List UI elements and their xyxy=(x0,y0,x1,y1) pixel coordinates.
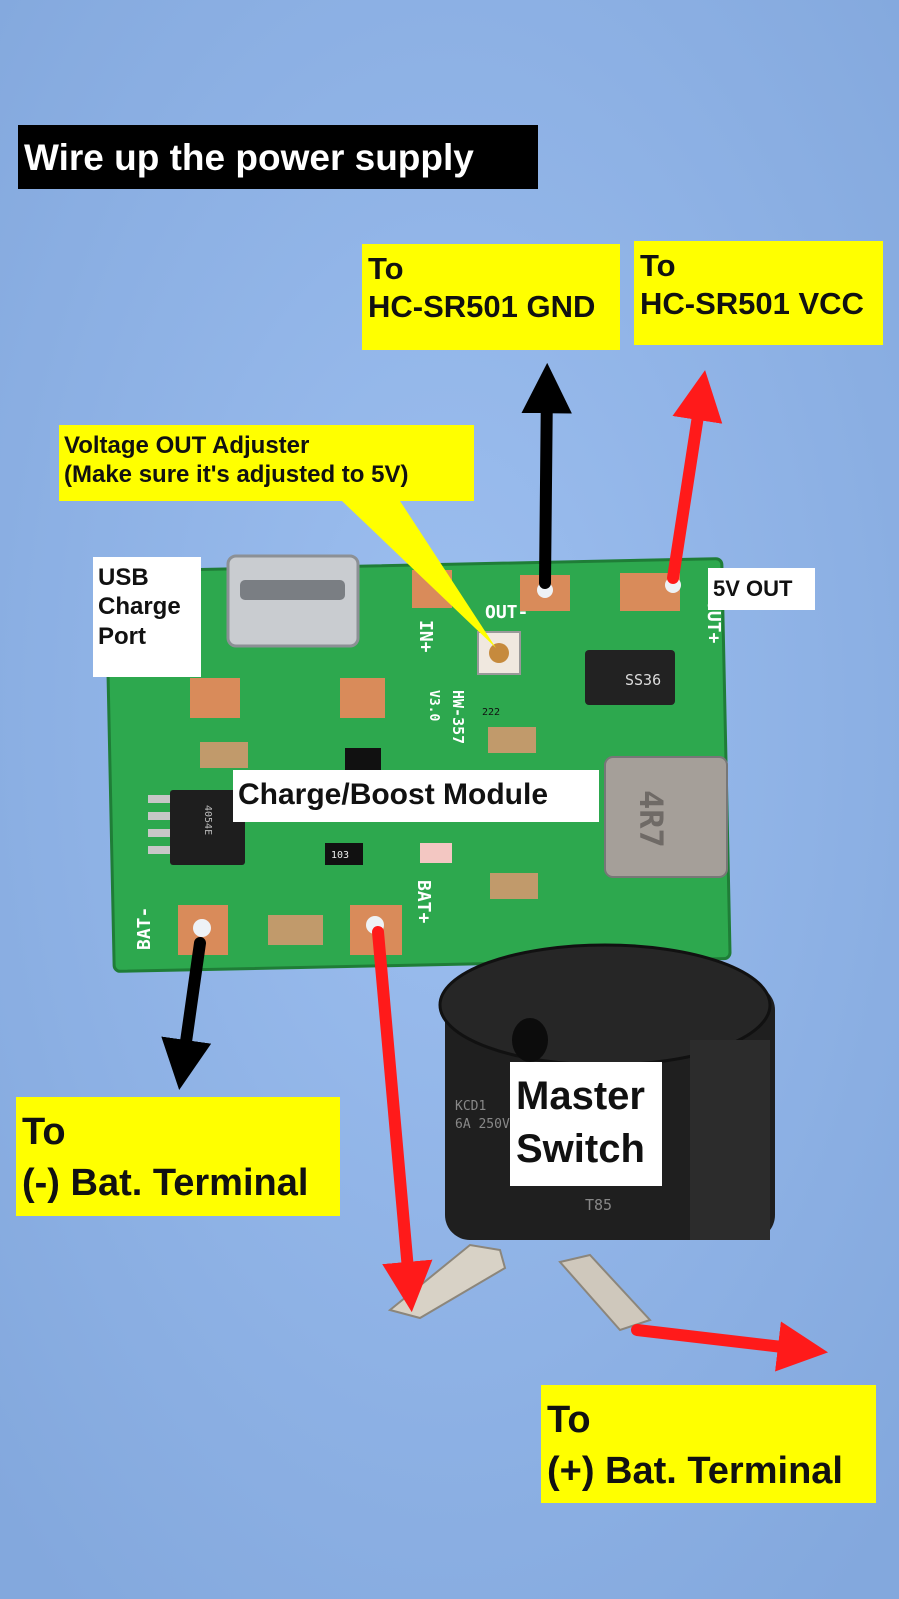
label-5v-out: 5V OUT xyxy=(708,568,815,610)
label-pos-terminal-target: (+) Bat. Terminal xyxy=(547,1449,843,1492)
label-to-gnd-prefix: To xyxy=(368,251,404,286)
arrow-bat-minus-to-terminal xyxy=(161,937,212,1090)
label-usb-port-line3: Port xyxy=(98,622,146,650)
label-5v-out-text: 5V OUT xyxy=(713,576,793,601)
label-voltage-adjuster-line2: (Make sure it's adjusted to 5V) xyxy=(64,461,409,489)
chip-marking: 4054E xyxy=(202,805,213,835)
arrow-out-minus-to-gnd xyxy=(521,362,572,589)
label-to-gnd-target: HC-SR501 GND xyxy=(368,288,596,324)
switch-model-marking: KCD1 xyxy=(455,1099,486,1114)
label-module-text: Charge/Boost Module xyxy=(238,778,549,811)
silk-out-plus: OUT+ xyxy=(703,600,724,644)
resistor-marking-1: 222 xyxy=(482,707,500,718)
silk-out-minus: OUT- xyxy=(485,602,528,623)
label-usb-port-line2: Charge xyxy=(98,593,181,621)
label-voltage-adjuster-line1: Voltage OUT Adjuster xyxy=(64,432,310,459)
label-pos-terminal: To (+) Bat. Terminal xyxy=(541,1385,876,1503)
silk-model: HW-357 xyxy=(449,690,467,744)
page-title-text: Wire up the power supply xyxy=(24,137,474,178)
label-neg-terminal-prefix: To xyxy=(22,1111,66,1153)
label-usb-port: USB Charge Port xyxy=(93,557,201,677)
adjuster-pointer xyxy=(320,478,496,648)
inductor-marking: 4R7 xyxy=(632,790,670,848)
resistor-marking-2: 103 xyxy=(331,850,349,861)
label-pos-terminal-prefix: To xyxy=(547,1399,591,1441)
arrow-out-plus-to-vcc xyxy=(667,370,723,584)
silk-version: V3.0 xyxy=(426,690,441,721)
arrow-bat-plus-to-switch xyxy=(372,926,433,1313)
arrow-switch-to-pos-terminal xyxy=(631,1321,829,1372)
label-neg-terminal-target: (-) Bat. Terminal xyxy=(22,1161,309,1204)
label-usb-port-line1: USB xyxy=(98,564,149,591)
label-to-vcc-target: HC-SR501 VCC xyxy=(640,285,864,321)
label-master-switch: Master Switch xyxy=(510,1062,662,1186)
label-to-vcc-prefix: To xyxy=(640,248,676,283)
silk-in-plus: IN+ xyxy=(415,620,436,653)
switch-code-marking: T85 xyxy=(585,1196,612,1214)
label-master-switch-line2: Switch xyxy=(516,1126,645,1171)
silk-bat-plus: BAT+ xyxy=(413,880,434,924)
label-neg-terminal: To (-) Bat. Terminal xyxy=(16,1097,340,1216)
page-title: Wire up the power supply xyxy=(18,125,538,189)
label-voltage-adjuster: Voltage OUT Adjuster (Make sure it's adj… xyxy=(59,425,474,501)
label-to-gnd: To HC-SR501 GND xyxy=(362,244,620,350)
label-to-vcc: To HC-SR501 VCC xyxy=(634,241,883,345)
label-master-switch-line1: Master xyxy=(516,1074,645,1118)
silk-bat-minus: BAT- xyxy=(134,907,155,950)
label-module: Charge/Boost Module xyxy=(233,770,599,822)
switch-rating-marking: 6A 250V~ xyxy=(455,1117,518,1132)
diode-marking: SS36 xyxy=(625,671,661,689)
